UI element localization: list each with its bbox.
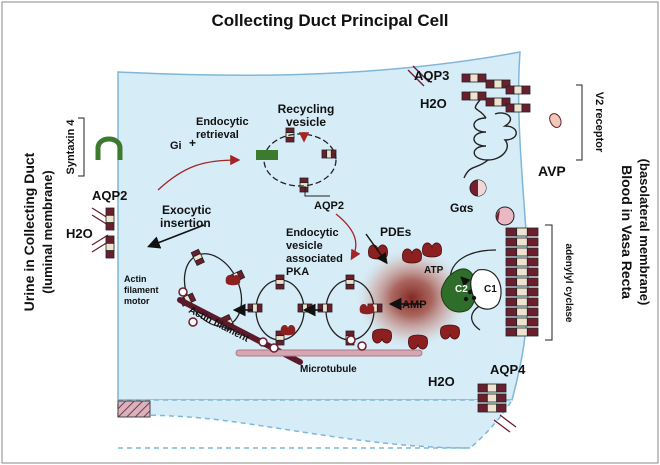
c2-label: C2 <box>455 284 468 295</box>
c1-domain <box>470 269 502 310</box>
aqp2-left-label: AQP2 <box>92 188 127 203</box>
ac-segment-9 <box>505 317 539 327</box>
pka-2 <box>359 304 375 315</box>
recycling-aqp2-bottom <box>299 177 309 193</box>
aqp3-channel-4 <box>485 97 511 107</box>
pka-1 <box>280 325 296 336</box>
c1-label: C1 <box>484 284 497 295</box>
recycling-to-pka-arrow <box>335 213 361 261</box>
adenylyl-cyclase-domains <box>505 227 539 337</box>
aqp2-luminal-channels <box>105 207 115 259</box>
vesicle-2-aqp2-top <box>345 274 355 290</box>
aqp3-channel-0 <box>461 73 487 83</box>
ac-segment-4 <box>505 267 539 277</box>
vesicle-1-aqp2-top <box>275 274 285 290</box>
gi-label: Gi <box>170 140 182 152</box>
aqp3-label: AQP3 <box>414 68 449 83</box>
endocytic-retrieval-label-1: Endocytic <box>196 116 249 128</box>
recycling-vesicle-label-2: vesicle <box>286 115 326 129</box>
aqp2-luminal-channel-0 <box>105 207 115 231</box>
aqp3-channel-2 <box>505 85 531 95</box>
syntaxin-4-label: Syntaxin 4 <box>65 119 77 175</box>
endo-pka-label-1: Endocytic <box>286 227 339 239</box>
ac-segment-6 <box>505 287 539 297</box>
microtubule <box>235 349 423 357</box>
tight-junction <box>117 400 151 418</box>
ac-segment-0 <box>505 227 539 237</box>
ac-segment-1 <box>505 237 539 247</box>
aqp4-channels <box>477 383 507 413</box>
actin-motor-label-3: motor <box>124 296 150 306</box>
vesicle-0-aqp2-top <box>190 248 205 266</box>
exocytic-label-1: Exocytic <box>162 203 212 217</box>
aqp4-label: AQP4 <box>490 362 526 377</box>
h2o-bottom-label: H2O <box>428 374 455 389</box>
aqp2-vesicle-label: AQP2 <box>314 200 344 212</box>
microtubule-label: Microtubule <box>300 364 357 375</box>
avp-hormone <box>549 113 562 128</box>
h2o-top-label: H2O <box>420 96 447 111</box>
recycling-aqp2-right <box>321 149 337 159</box>
pde-2 <box>422 242 442 258</box>
pde-5 <box>440 324 460 340</box>
endo-pka-label-4: PKA <box>286 266 309 278</box>
aqp4-channel-0 <box>477 383 507 393</box>
aqp3-channel-1 <box>485 79 511 89</box>
ac-segment-8 <box>505 307 539 317</box>
pka-0 <box>225 275 241 286</box>
vesicle-1-aqp2-bottom <box>275 330 285 346</box>
aqp3-channel-3 <box>461 91 487 101</box>
pde-1 <box>402 248 422 264</box>
camp-halo <box>354 246 470 350</box>
ac-segment-7 <box>505 297 539 307</box>
aqp4-channel-1 <box>477 393 507 403</box>
recycling-syntaxin <box>256 150 278 160</box>
actin-motor-label-1: Actin <box>124 274 147 284</box>
adenylyl-cyclase-label: adenylyl cyclase <box>563 244 574 323</box>
avp-label: AVP <box>538 163 566 179</box>
atp-label: ATP <box>424 265 444 276</box>
ac-segment-10 <box>505 327 539 337</box>
aqp2-luminal-channel-1 <box>105 235 115 259</box>
pde-4 <box>408 334 428 350</box>
vesicle-1-aqp2-left <box>247 303 263 313</box>
ac-segment-2 <box>505 247 539 257</box>
endocytic-retrieval-arrow <box>157 154 241 191</box>
recycling-vesicle-label-1: Recycling <box>278 102 335 116</box>
ac-segment-3 <box>505 257 539 267</box>
endo-pka-label-3: associated <box>286 253 343 265</box>
h2o-left-label: H2O <box>66 226 93 241</box>
exocytic-insertion-arrow <box>147 224 205 249</box>
g-alpha-s-label: Gαs <box>450 201 474 215</box>
pdes-label: PDEs <box>380 225 412 239</box>
aqp3-channels <box>461 73 531 113</box>
right-side-label-2: (basolateral membrane) <box>637 159 652 306</box>
vesicle-2-aqp2-left <box>317 303 333 313</box>
exocytic-label-2: insertion <box>160 216 211 230</box>
endocytic-retrieval-label-2: retrieval <box>196 129 239 141</box>
diagram-title: Collecting Duct Principal Cell <box>211 11 448 30</box>
g-alpha-s-protein <box>495 206 515 226</box>
aqp3-channel-5 <box>505 103 531 113</box>
left-side-label-1: Urine in Collecting Duct <box>21 152 37 311</box>
left-side-label-2: (luminal membrane) <box>40 170 55 294</box>
neighbour-cell <box>117 399 514 449</box>
v2-receptor-label: V2 receptor <box>593 92 605 153</box>
syntaxin-4-protein <box>95 136 123 160</box>
ac-segment-5 <box>505 277 539 287</box>
aqp4-channel-2 <box>477 403 507 413</box>
endo-pka-label-2: vesicle <box>286 240 323 252</box>
gi-plus: + <box>189 136 196 150</box>
camp-label: cAMP <box>396 299 427 311</box>
right-side-label-1: Blood in Vasa Recta <box>619 165 635 299</box>
actin-motor-label-2: filament <box>124 285 159 295</box>
pde-3 <box>372 328 392 344</box>
